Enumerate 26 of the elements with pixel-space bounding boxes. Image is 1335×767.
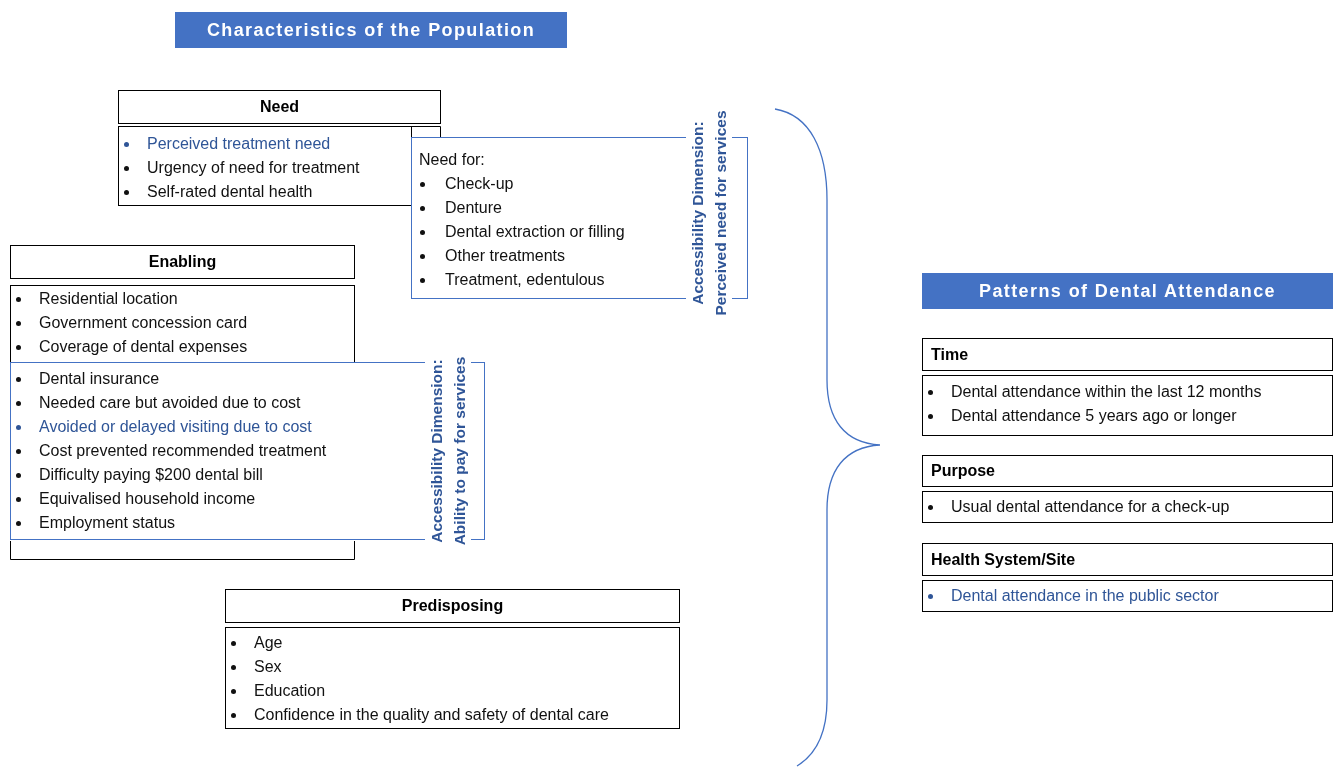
category-header: Time: [922, 338, 1333, 371]
list-box: [922, 375, 1333, 436]
bullet-item: Government concession card: [11, 311, 354, 335]
title-banner: Characteristics of the Population: [175, 12, 567, 48]
bullet-item: Residential location: [11, 287, 354, 311]
bullet-item: Dental attendance 5 years ago or longer: [923, 404, 1332, 428]
bullet-item: Coverage of dental expenses: [11, 335, 354, 359]
title-banner: Patterns of Dental Attendance: [922, 273, 1333, 309]
bullet-item: Perceived treatment need: [119, 132, 411, 156]
bullet-item: Dental attendance within the last 12 months: [923, 380, 1332, 404]
bullet-item: Sex: [226, 655, 679, 679]
category-header: Predisposing: [225, 589, 680, 623]
category-header: Need: [118, 90, 441, 124]
bullet-item: Usual dental attendance for a check-up: [923, 495, 1332, 519]
bullet-item: Urgency of need for treatment: [119, 156, 411, 180]
bullet-item: Education: [226, 679, 679, 703]
bullet-item: Age: [226, 631, 679, 655]
bullet-item: Self-rated dental health: [119, 180, 411, 204]
category-header: Enabling: [10, 245, 355, 279]
category-header: Health System/Site: [922, 543, 1333, 576]
bullet-item: Dental attendance in the public sector: [923, 584, 1332, 608]
bullet-item: Confidence in the quality and safety of dental care: [226, 703, 679, 727]
category-header: Purpose: [922, 455, 1333, 487]
list-box: [118, 126, 412, 206]
list-box: [10, 285, 355, 363]
list-box: [225, 627, 680, 729]
